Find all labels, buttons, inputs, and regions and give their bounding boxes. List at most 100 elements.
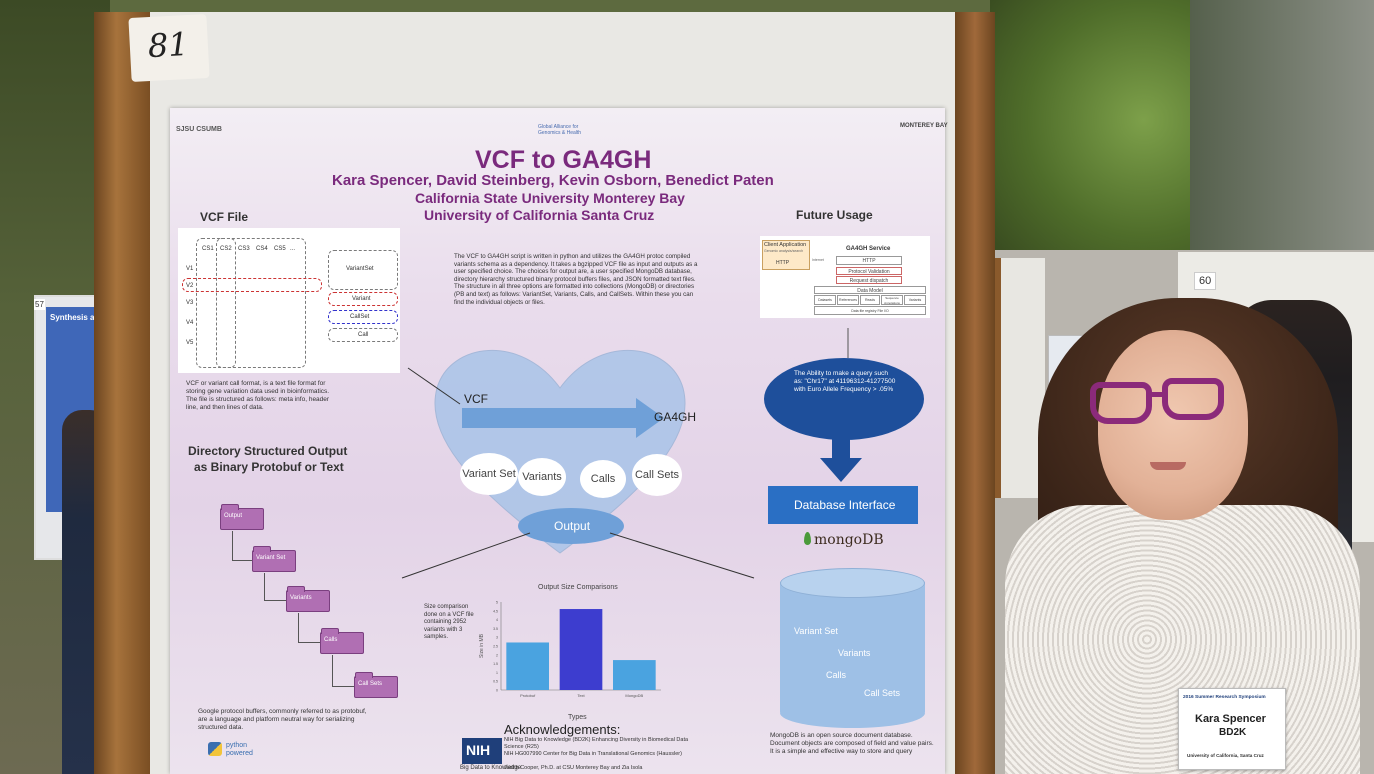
vcf-row-4: V4 <box>186 320 194 326</box>
heart-shape <box>434 350 686 554</box>
chart-title: Output Size Comparisons <box>538 584 618 591</box>
vcf-label-box-4 <box>328 328 398 342</box>
folder-calls: Calls <box>320 628 364 654</box>
chart-bar <box>559 609 603 690</box>
bubble-variants: Variants <box>518 458 566 496</box>
chart-y-tick-label: 3 <box>496 636 498 640</box>
cylinder-item-3: Calls <box>826 670 847 680</box>
glasses-bridge <box>1150 392 1164 397</box>
chart-y-tick-label: 0 <box>496 689 498 693</box>
bubble-call-sets: Call Sets <box>632 454 682 496</box>
vcf-description: VCF or variant call format, is a text fi… <box>186 380 330 411</box>
vcf-dash-3 <box>182 278 322 292</box>
folder-output: Output <box>220 504 264 530</box>
folder-line-1 <box>232 531 252 561</box>
model-seq-annotations: Sequence Annotations <box>881 295 903 305</box>
poster: SJSU CSUMB Global Alliance for Genomics … <box>170 108 948 774</box>
poster-affiliation-1: California State University Monterey Bay <box>415 190 685 206</box>
cylinder-item-1: Variant Set <box>794 626 838 636</box>
protocol-validation: Protocol Validation <box>836 267 902 275</box>
bubble-variant-set: Variant Set <box>460 453 518 495</box>
folder-line-4 <box>332 655 354 687</box>
nih-logo: NIH <box>466 742 491 758</box>
vcf-label-3: CallSet <box>350 314 370 320</box>
future-heading: Future Usage <box>796 208 873 222</box>
side-poster-left-number: 57 <box>34 299 45 310</box>
directory-heading-1: Directory Structured Output <box>188 444 348 458</box>
cylinder-item-4: Call Sets <box>864 688 901 698</box>
chart-y-axis-label: Size in MB <box>479 633 485 658</box>
chart-bar <box>506 642 549 690</box>
booth-number-card: 81 <box>128 14 210 82</box>
folder-variant-set: Variant Set <box>252 546 296 572</box>
header-logo-left: SJSU CSUMB <box>176 126 222 133</box>
folder-line-3 <box>298 613 320 643</box>
ack-line-1: NIH Big Data to Knowledge (BD2K) Enhanci… <box>504 737 689 750</box>
mongo-logo: mongoDB <box>814 532 884 548</box>
vcf-col-1: CS1 <box>202 246 214 252</box>
internet-label: Internet <box>812 258 824 262</box>
nih-sub: Big Data to Knowledge <box>460 765 522 771</box>
directory-heading-2: as Binary Protobuf or Text <box>194 460 344 474</box>
vcf-row-5: V5 <box>186 340 194 346</box>
down-arrow-shaft <box>832 438 850 458</box>
chart-x-tick-label: Protobuf <box>520 693 536 698</box>
vcf-row-1: V1 <box>186 266 194 272</box>
vcf-label-4: Call <box>358 332 369 338</box>
python-icon <box>208 742 222 756</box>
data-backend: Data file registry File I/O <box>814 306 926 315</box>
presenter-face <box>1098 330 1248 520</box>
db-interface-box <box>768 486 918 524</box>
client-app: Client Application <box>764 242 807 248</box>
vcf-dash-2 <box>216 238 236 368</box>
chart-y-tick-label: 5 <box>496 601 498 605</box>
chart-y-tick-label: 1 <box>496 671 498 675</box>
intro-text: The VCF to GA4GH script is written in py… <box>454 253 698 306</box>
badge-name: Kara Spencer <box>1195 713 1266 725</box>
data-model: Data Model <box>814 286 926 294</box>
chart-xlabel: Types <box>568 714 587 721</box>
chart-y-tick-label: 3.5 <box>493 627 498 631</box>
heart-arrow-end: GA4GH <box>654 410 697 424</box>
directory-description: Google protocol buffers, commonly referr… <box>198 708 367 731</box>
heart-output-ellipse <box>518 508 624 544</box>
cylinder-top <box>780 568 925 598</box>
service-diagram: Client Application Genomic analysis/sear… <box>760 236 930 318</box>
vcf-col-4: CS4 <box>256 246 268 252</box>
heart-arrow <box>462 408 637 428</box>
chart-y-tick-label: 4 <box>496 618 498 622</box>
vcf-dash-1 <box>196 238 306 368</box>
request-dispatch: Request dispatch <box>836 276 902 284</box>
vcf-col-6: ... <box>290 246 296 252</box>
folder-line-2 <box>264 573 286 601</box>
heart-arrow-head <box>636 398 664 438</box>
heart-output: Output <box>554 519 591 533</box>
glasses-left-lens <box>1090 382 1152 424</box>
chart-bar <box>613 660 656 690</box>
chart-x-tick-label: Text <box>577 693 585 698</box>
poster-title: VCF to GA4GH <box>475 146 652 174</box>
header-logo-center: Global Alliance for Genomics & Health <box>538 124 582 136</box>
vcf-table: CS1 CS2 CS3 CS4 CS5 ... V1 V2 V3 V4 V5 V… <box>178 228 400 373</box>
query-text: The Ability to make a query such as: "Ch… <box>794 370 896 393</box>
frame-left-post <box>94 12 150 774</box>
chart-x-tick-label: MongoDB <box>625 693 643 698</box>
presenter-mouth <box>1150 462 1186 470</box>
poster-authors: Kara Spencer, David Steinberg, Kevin Osb… <box>332 172 774 189</box>
ack-line-3: Judith Cooper, Ph.D. at CSU Monterey Bay… <box>504 765 643 771</box>
bubble-calls: Calls <box>580 460 626 498</box>
building-right <box>1190 0 1374 260</box>
cylinder-item-2: Variants <box>838 648 871 658</box>
client-app-box <box>762 240 810 270</box>
client-sub: Genomic analysis/search <box>764 249 804 253</box>
badge-school: University of California, Santa Cruz <box>1187 753 1264 758</box>
vcf-label-box-3 <box>328 310 398 324</box>
mongo-text: MongoDB is an open source document datab… <box>770 732 934 755</box>
chart-y-tick-label: 0.5 <box>493 680 498 684</box>
connector-arrows <box>401 328 849 579</box>
model-references: References <box>837 295 859 305</box>
cylinder-body <box>780 582 925 712</box>
nih-logo-box <box>462 738 502 764</box>
